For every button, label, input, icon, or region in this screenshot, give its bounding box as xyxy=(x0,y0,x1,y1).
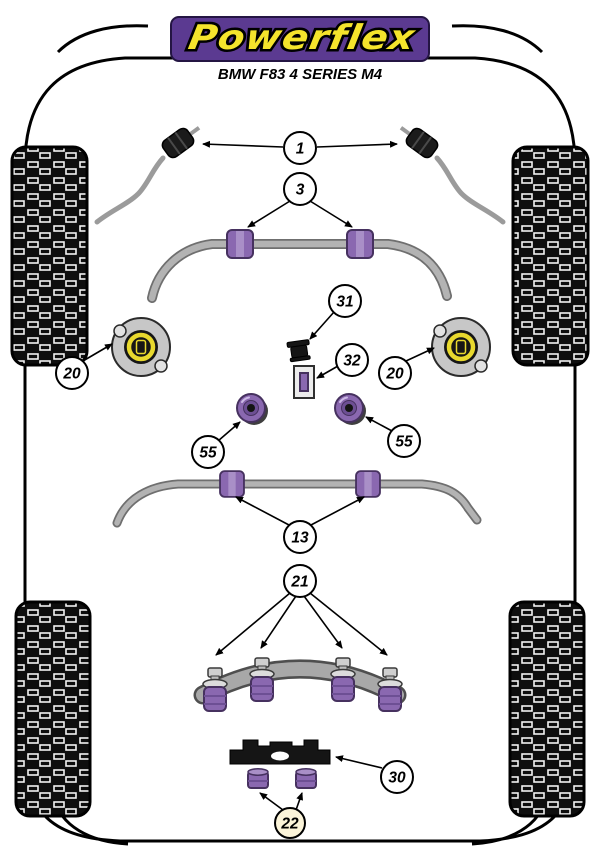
callout-21[interactable]: 21 xyxy=(283,564,317,598)
callout-20-left-label: 20 xyxy=(62,366,81,383)
callout-30-label: 30 xyxy=(388,770,406,787)
callout-55-left-arrow xyxy=(217,421,241,442)
callout-55-left[interactable]: 55 xyxy=(191,435,225,469)
bush-55-right xyxy=(334,393,367,426)
callout-32[interactable]: 32 xyxy=(335,343,369,377)
callout-21-arrow-1 xyxy=(215,592,291,656)
callout-1-arrow-left xyxy=(202,140,284,148)
callout-arrows xyxy=(82,140,435,811)
brand-logo-box xyxy=(170,16,430,62)
callout-22-label: 22 xyxy=(280,816,299,833)
callout-55-left-label: 55 xyxy=(199,445,217,462)
callout-13-arrow-right xyxy=(310,496,365,526)
rear-arb-bush-left xyxy=(219,470,245,498)
callout-22-arrow-left xyxy=(259,792,284,811)
callout-20-right-label: 20 xyxy=(385,366,404,383)
callout-20-right[interactable]: 20 xyxy=(378,356,412,390)
callout-3[interactable]: 3 xyxy=(283,172,317,206)
bracket-part-32 xyxy=(293,365,315,399)
callout-13[interactable]: 13 xyxy=(283,520,317,554)
callout-30[interactable]: 30 xyxy=(380,760,414,794)
bush-55-left xyxy=(236,393,269,426)
callout-21-label: 21 xyxy=(290,574,308,591)
tire-front-right xyxy=(511,145,590,367)
callout-13-arrow-left xyxy=(235,496,290,526)
callout-32-arrow xyxy=(316,365,339,379)
brand-logo: Powerflex xyxy=(170,16,430,62)
callout-20-left-arrow xyxy=(82,343,113,362)
transmission-mount xyxy=(229,739,331,789)
callout-20-right-arrow xyxy=(405,347,435,362)
callout-32-label: 32 xyxy=(343,353,361,370)
tire-rear-left xyxy=(14,600,92,818)
callout-1-arrow-right xyxy=(316,140,398,148)
transmission-bush-left xyxy=(247,767,269,789)
model-title: BMW F83 4 SERIES M4 xyxy=(218,66,383,83)
callout-21-arrow-4 xyxy=(309,592,388,656)
callout-22-arrow-right xyxy=(295,792,303,811)
callout-31-arrow xyxy=(309,311,335,340)
callout-22[interactable]: 22 xyxy=(274,807,306,839)
rear-anti-roll-bar xyxy=(112,470,482,528)
front-control-arm-right xyxy=(434,155,506,225)
tire-rear-right xyxy=(508,600,586,818)
callout-1[interactable]: 1 xyxy=(283,131,317,165)
callout-3-arrow-left xyxy=(247,200,291,228)
brand-logo-text: Powerflex xyxy=(185,18,418,58)
callout-3-label: 3 xyxy=(296,182,305,199)
bush-part-31 xyxy=(286,339,311,363)
transmission-bush-right xyxy=(295,767,317,789)
engine-mount-right xyxy=(432,318,490,376)
body-corner-arc-top-right xyxy=(451,24,544,54)
callout-55-right-label: 55 xyxy=(395,434,413,451)
callout-31-label: 31 xyxy=(336,294,353,311)
callout-13-label: 13 xyxy=(291,530,309,547)
engine-mount-left xyxy=(112,318,170,376)
tire-front-left xyxy=(10,145,89,367)
callout-30-arrow xyxy=(335,755,383,769)
callout-1-label: 1 xyxy=(296,141,305,158)
rear-subframe xyxy=(193,657,407,712)
callout-20-left[interactable]: 20 xyxy=(55,356,89,390)
front-arb-bush-left xyxy=(226,229,254,259)
front-control-arm-left xyxy=(94,155,166,225)
callout-55-right[interactable]: 55 xyxy=(387,424,421,458)
body-corner-arc-top-left xyxy=(56,24,149,54)
front-anti-roll-bar xyxy=(147,229,452,303)
front-arm-bush-right xyxy=(399,125,442,161)
rear-arb-bush-right xyxy=(355,470,381,498)
front-arb-bush-right xyxy=(346,229,374,259)
callout-21-arrow-3 xyxy=(303,595,343,649)
callout-3-arrow-right xyxy=(309,200,353,228)
front-arm-bush-left xyxy=(158,125,201,161)
subframe-bush-4 xyxy=(377,667,403,712)
callout-31[interactable]: 31 xyxy=(328,284,362,318)
callout-21-arrow-2 xyxy=(260,595,297,649)
callout-55-right-arrow xyxy=(365,416,393,432)
subframe-bush-1 xyxy=(202,667,228,712)
